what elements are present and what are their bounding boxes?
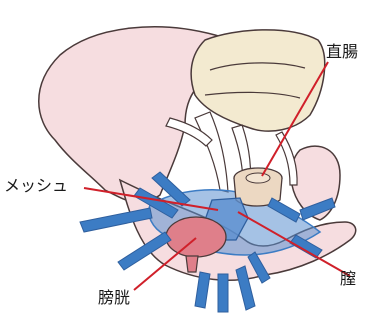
urethra [186,256,198,272]
ligament [195,112,228,192]
label-bladder: 膀胱 [98,290,130,306]
label-mesh: メッシュ [4,178,68,194]
bladder [166,217,226,257]
mesh-arm [218,274,228,312]
label-vagina: 膣 [340,271,356,287]
rectum-lumen [246,173,270,183]
label-rectum: 直腸 [326,44,358,60]
